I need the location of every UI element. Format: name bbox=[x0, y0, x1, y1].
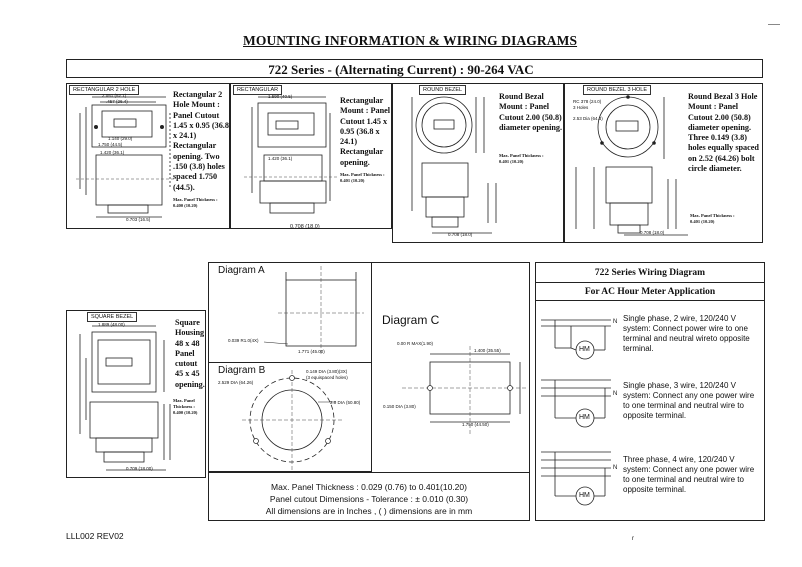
meter-label: HM bbox=[579, 492, 590, 499]
panel-rectangular: RECTANGULAR bbox=[230, 83, 392, 229]
diagram-a-drawing bbox=[263, 266, 364, 356]
panel-square-bezel: SQUARE BEZEL bbox=[66, 310, 206, 478]
dim-label: 1.750 (44.5) bbox=[98, 142, 123, 147]
dim-label: 0.708 (18.0) bbox=[640, 230, 665, 235]
dim-label: RC 378 (24.0) bbox=[573, 99, 602, 104]
dim-label: 2.529 DIA (64.26) bbox=[218, 380, 254, 385]
wiring-instruction: Single phase, 3 wire, 120/240 V system: … bbox=[623, 381, 755, 420]
panel-thickness-label: Max. Panel Thickness : bbox=[340, 172, 385, 177]
dim-label: 0.703 (16.5) bbox=[126, 217, 151, 222]
wiring-schematic bbox=[541, 319, 611, 506]
panel-round-bezel-3-hole: ROUND BEZEL 3 HOLE bbox=[564, 83, 763, 243]
panel-thickness-value: 0.401 (10.20) bbox=[340, 178, 365, 183]
rect-2-hole-drawing bbox=[76, 96, 176, 218]
panel-thickness-label: Max. Panel Thickness : bbox=[690, 213, 735, 218]
wiring-title: 722 Series Wiring Diagram bbox=[594, 268, 706, 278]
diagram-b-drawing bbox=[242, 370, 342, 470]
dim-label: 1.889 (48.00) bbox=[98, 322, 125, 327]
diagram-note: All dimensions are in Inches , ( ) dimen… bbox=[265, 506, 473, 516]
dim-label: 0.709 (18.00) bbox=[126, 466, 153, 471]
dim-label: 3 Holes bbox=[573, 105, 589, 110]
series-title-bar bbox=[66, 59, 763, 78]
dim-label: 0.708 (18.0) bbox=[448, 232, 473, 237]
diagram-divider-b bbox=[208, 362, 372, 472]
dim-label: 1.590 (40.5) bbox=[268, 94, 293, 99]
meter-label: HM bbox=[579, 414, 590, 421]
meter-label: HM bbox=[579, 346, 590, 353]
dim-label: 0.00 R MAX(1.90) bbox=[397, 341, 434, 346]
panel-thickness-label: Max. Panel Thickness : bbox=[173, 398, 195, 409]
wiring-instruction: Three phase, 4 wire, 120/240 V system: C… bbox=[623, 455, 755, 494]
diagram-note: Panel cutout Dimensions - Tolerance : ± … bbox=[269, 494, 469, 504]
diagram-divider bbox=[208, 262, 372, 363]
dim-label: 1.400 (35.55) bbox=[474, 348, 501, 353]
dim-label: 2.53 Dia (64.3) bbox=[573, 116, 603, 121]
dim-label: (3 equispaced holes) bbox=[306, 375, 348, 380]
square-bezel-drawing bbox=[79, 325, 171, 471]
dim-label: 1.420 (36.1) bbox=[268, 156, 293, 161]
panel-thickness-value: 0.401 (10.20) bbox=[499, 159, 524, 164]
footer-code: LLL002 REV02 bbox=[66, 531, 124, 541]
diagram-a-label: Diagram A bbox=[218, 265, 265, 276]
dim-label: .457 (26.4) bbox=[106, 99, 128, 104]
page-title: MOUNTING INFORMATION & WIRING DIAGRAMS bbox=[243, 33, 578, 48]
round-bezel-drawing bbox=[411, 96, 497, 234]
panel-header: SQUARE BEZEL bbox=[87, 312, 138, 322]
panel-description: Square Housing 48 x 48 Panel cutout 45 x… bbox=[175, 318, 205, 389]
diagram-b-label: Diagram B bbox=[218, 365, 266, 376]
neutral-label: N bbox=[613, 391, 618, 397]
dim-label: 1.750 (44.50) bbox=[462, 422, 489, 427]
dim-label: 0.149 DIA (3.80)(3X) bbox=[306, 369, 348, 374]
panel-thickness-value: 0.400 (10.20) bbox=[173, 410, 198, 415]
wiring-subtitle: For AC Hour Meter Application bbox=[584, 287, 716, 297]
round-bezel-3-hole-drawing bbox=[575, 95, 688, 236]
neutral-label: N bbox=[613, 319, 618, 325]
dim-label: 1.420 (36.1) bbox=[100, 150, 125, 155]
panel-description: Rectangular Mount : Panel Cutout 1.45 x … bbox=[340, 96, 391, 167]
panel-header: ROUND BEZEL bbox=[419, 85, 467, 95]
wiring-instruction: Single phase, 2 wire, 120/240 V system: … bbox=[623, 314, 750, 353]
dim-label: 1.771 (45.00) bbox=[298, 349, 325, 354]
series-title: 722 Series - (Alternating Current) : 90-… bbox=[268, 62, 534, 77]
panel-description: Round Bezal Mount : Panel Cutout 2.00 (5… bbox=[499, 92, 563, 132]
cutout-diagrams bbox=[208, 262, 530, 521]
diagram-c-drawing bbox=[402, 346, 528, 434]
wiring-title-divider bbox=[535, 282, 765, 283]
dim-label: 0.039 R1.0(4X) bbox=[228, 338, 259, 343]
panel-description: Rectangular 2 Hole Mount : Panel Cutout … bbox=[173, 90, 229, 192]
rectangular-drawing bbox=[244, 96, 338, 214]
panel-thickness-label: Max. Panel Thickness : bbox=[173, 197, 218, 202]
panel-round-bezel: ROUND BEZEL bbox=[392, 83, 564, 243]
dim-label: 1.140 (29.0) bbox=[108, 136, 133, 141]
panel-header: RECTANGULAR bbox=[233, 85, 283, 95]
panel-rect-2-hole: RECTANGULAR 2 HOLE bbox=[66, 83, 230, 229]
diagram-notes-divider bbox=[208, 472, 530, 473]
diagram-note: Max. Panel Thickness : 0.029 (0.76) to 0… bbox=[271, 482, 467, 492]
dim-label: 2.051 (52.1) bbox=[102, 93, 127, 98]
panel-thickness-value: 0.400 (10.20) bbox=[173, 203, 198, 208]
panel-thickness-label: Max. Panel Thickness : bbox=[499, 153, 544, 158]
panel-header: RECTANGULAR 2 HOLE bbox=[69, 85, 140, 95]
diagram-c-label: Diagram C bbox=[382, 313, 440, 327]
panel-header: ROUND BEZEL 3 HOLE bbox=[583, 85, 652, 95]
dim-label: 0.708 (18.0) bbox=[290, 224, 320, 230]
neutral-label: N bbox=[613, 465, 618, 471]
wiring-panel bbox=[535, 262, 765, 521]
dim-label: 0.150 DIA (3.80) bbox=[383, 404, 416, 409]
dim-label: 2.0 DIA (50.80) bbox=[330, 400, 361, 405]
wiring-subtitle-divider bbox=[535, 300, 765, 301]
panel-description: Round Bezal 3 Hole Mount : Panel Cutout … bbox=[688, 92, 759, 174]
page-mark: r bbox=[632, 536, 634, 542]
panel-thickness-value: 0.401 (10.20) bbox=[690, 219, 715, 224]
corner-dash bbox=[768, 24, 780, 25]
